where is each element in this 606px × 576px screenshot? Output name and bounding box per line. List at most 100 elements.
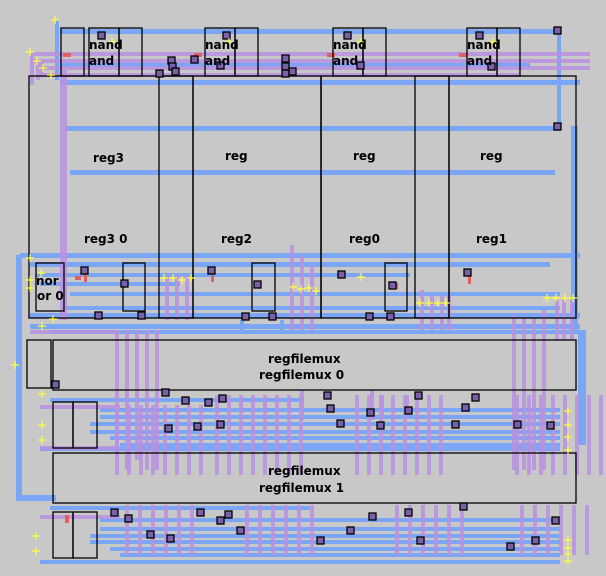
metal2-wire xyxy=(310,265,314,330)
metal1-wire xyxy=(40,560,560,564)
metal2-wire xyxy=(310,505,314,555)
nor-cell-instance[interactable]: or 0 xyxy=(37,289,64,303)
port-marker-icon xyxy=(160,274,168,282)
nand-cell-1-name[interactable]: nand xyxy=(205,38,239,52)
port-marker-icon xyxy=(564,433,572,441)
mux-0-instance[interactable]: regfilemux 0 xyxy=(259,368,345,382)
contact-square xyxy=(337,270,346,279)
metal2-wire xyxy=(163,405,167,475)
reg-cell-2-name[interactable]: reg xyxy=(353,149,376,163)
port-marker-icon xyxy=(178,276,186,284)
contact-square xyxy=(51,380,60,389)
contact-square xyxy=(268,312,277,321)
port-marker-icon xyxy=(489,38,497,46)
contact-square xyxy=(193,422,202,431)
metal2-wire xyxy=(599,395,603,475)
port-marker-icon xyxy=(225,38,233,46)
contact-square xyxy=(216,516,225,525)
metal2-wire xyxy=(30,330,120,334)
port-marker-icon xyxy=(38,421,46,429)
metal2-wire xyxy=(299,395,303,475)
metal2-wire xyxy=(40,405,120,409)
mux-1-instance[interactable]: regfilemux 1 xyxy=(259,481,345,495)
contact-square xyxy=(368,512,377,521)
reg-cell-3-instance[interactable]: reg1 xyxy=(476,232,507,246)
metal2-wire xyxy=(115,330,119,455)
contact-square xyxy=(94,311,103,320)
reg-cell-0-instance[interactable]: reg3 0 xyxy=(84,232,128,246)
metal2-wire xyxy=(420,290,424,330)
contact-square xyxy=(404,406,413,415)
metal2-wire xyxy=(30,59,590,63)
cell-outline xyxy=(72,511,98,559)
contact-square xyxy=(459,502,468,511)
metal2-wire xyxy=(520,505,524,555)
contact-square xyxy=(207,266,216,275)
poly-wire xyxy=(84,270,87,282)
metal1-wire xyxy=(16,495,56,501)
metal2-wire xyxy=(297,505,301,555)
reg-cell-3-name[interactable]: reg xyxy=(480,149,503,163)
metal2-wire xyxy=(245,505,249,555)
contact-square xyxy=(218,394,227,403)
metal2-wire xyxy=(447,505,451,555)
contact-square xyxy=(551,516,560,525)
metal2-wire xyxy=(575,395,579,475)
contact-square xyxy=(513,420,522,429)
contact-square xyxy=(366,408,375,417)
contact-square xyxy=(155,69,164,78)
metal2-wire xyxy=(40,73,520,77)
nand-cell-0-instance[interactable]: and xyxy=(89,54,115,68)
metal1-wire xyxy=(100,527,560,531)
contact-square xyxy=(336,419,345,428)
reg-cell-0-name[interactable]: reg3 xyxy=(93,151,124,165)
reg-cell-2-instance[interactable]: reg0 xyxy=(349,232,380,246)
metal2-wire xyxy=(421,505,425,555)
port-marker-icon xyxy=(564,446,572,454)
port-marker-icon xyxy=(561,294,569,302)
metal2-wire xyxy=(370,390,374,420)
metal2-wire xyxy=(379,395,383,475)
poly-wire xyxy=(211,270,214,282)
mux-1-name[interactable]: regfilemux xyxy=(268,464,341,478)
contact-square xyxy=(365,312,374,321)
nand-cell-3-name[interactable]: nand xyxy=(467,38,501,52)
nand-cell-3-instance[interactable]: and xyxy=(467,54,493,68)
cell-outlines xyxy=(26,27,577,559)
metal2-wire xyxy=(251,395,255,475)
metal1-wire xyxy=(90,540,560,544)
poly-wire xyxy=(65,515,69,523)
metal2-wire xyxy=(125,505,129,555)
mux-0-name[interactable]: regfilemux xyxy=(268,352,341,366)
nand-cell-2-name[interactable]: nand xyxy=(333,38,367,52)
contact-square xyxy=(461,403,470,412)
nand-cell-0-name[interactable]: nand xyxy=(89,38,123,52)
metal1-wire xyxy=(70,170,555,175)
port-marker-icon xyxy=(169,274,177,282)
nor-cell-name[interactable]: nor xyxy=(36,274,59,288)
contact-square xyxy=(196,508,205,517)
port-marker-icon xyxy=(38,436,46,444)
port-marker-icon xyxy=(305,284,313,292)
port-marker-icon xyxy=(289,283,297,291)
contact-square xyxy=(171,67,180,76)
reg-cell-1-name[interactable]: reg xyxy=(225,149,248,163)
metal1-wire xyxy=(60,80,580,85)
port-marker-icon xyxy=(564,557,572,565)
metal1-wire xyxy=(16,255,22,500)
metal1-wire xyxy=(90,422,560,426)
contact-square xyxy=(241,312,250,321)
reg-cell-1-instance[interactable]: reg2 xyxy=(221,232,252,246)
nand-cell-2-instance[interactable]: and xyxy=(333,54,359,68)
metal2-wire xyxy=(127,405,131,475)
metal1-wire xyxy=(110,547,560,551)
metal1-wire xyxy=(571,126,578,330)
metal2-wire xyxy=(199,405,203,475)
metal2-wire xyxy=(415,395,419,475)
metal2-wire xyxy=(367,395,371,475)
nand-cell-1-instance[interactable]: and xyxy=(205,54,231,68)
contact-square xyxy=(404,508,413,517)
contacts-layer xyxy=(51,26,562,551)
metal2-wire xyxy=(440,295,444,330)
